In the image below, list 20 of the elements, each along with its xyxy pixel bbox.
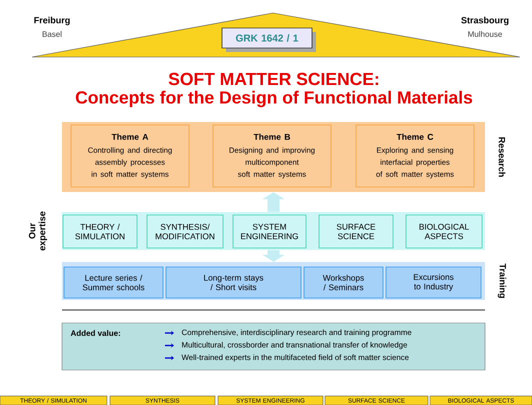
expertise-box: THEORY / SIMULATION (62, 214, 138, 248)
city-name: Strasbourg (461, 16, 508, 26)
side-label: Research (498, 137, 506, 177)
city-name: Basel (42, 31, 62, 37)
title: SOFT MATTER SCIENCE: (168, 72, 378, 86)
panel-heading: Added value: (70, 330, 120, 336)
expertise-box: SYSTEM ENGINEERING (232, 214, 306, 248)
expertise-box: BIOLOGICAL ASPECTS (406, 214, 482, 248)
training-box: Excursions to Industry (386, 266, 482, 298)
city-name: Mulhouse (468, 31, 502, 37)
subtitle: Concepts for the Design of Functional Materials (76, 90, 472, 108)
side-label: Training (498, 264, 506, 298)
label-box: GRK 1642 / 1 (222, 28, 312, 48)
expertise-box: SURFACE SCIENCE (318, 214, 394, 248)
training-box: Lecture series / Summer schools (64, 266, 164, 298)
city-name: Freiburg (34, 16, 70, 26)
side-label: Our expertise (28, 212, 48, 250)
training-box: Workshops / Seminars (304, 266, 384, 298)
training-box: Long-term stays / Short visits (166, 266, 302, 298)
expertise-box: SYNTHESIS/ MODIFICATION (146, 214, 224, 248)
